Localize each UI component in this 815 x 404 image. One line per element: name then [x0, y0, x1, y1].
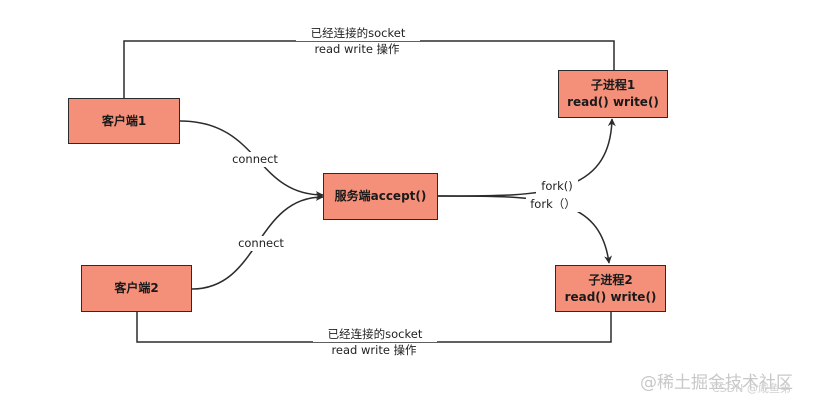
bottom-socket-connector: [136, 312, 612, 343]
top-socket-label-line2: read write 操作: [314, 42, 400, 56]
child2-node: 子进程2 read() write(): [555, 265, 666, 312]
csdn-watermark: CSDN @咸鱼弟: [712, 382, 791, 395]
fork-label-2: fork（）: [526, 197, 580, 212]
client1-label: 客户端1: [101, 113, 147, 128]
child2-subtitle: read() write(): [564, 289, 657, 304]
client1-node: 客户端1: [68, 98, 180, 144]
connect-label-1: connect: [226, 152, 284, 167]
bottom-socket-label-line1: 已经连接的socket: [313, 327, 437, 342]
server-node: 服务端accept(): [323, 173, 438, 220]
bottom-socket-label-line2: read write 操作: [331, 343, 417, 357]
top-socket-label-line1: 已经连接的socket: [296, 26, 420, 41]
connect-label-2: connect: [232, 236, 290, 251]
site-watermark: @稀土掘金技术社区: [640, 373, 793, 393]
top-socket-connector: [123, 40, 615, 98]
child2-title: 子进程2: [588, 272, 633, 287]
fork-arrow-1: [437, 118, 616, 197]
server-label: 服务端accept(): [334, 189, 427, 203]
client2-node: 客户端2: [81, 265, 192, 312]
fork-arrow-2: [437, 195, 612, 264]
child1-title: 子进程1: [590, 78, 636, 92]
client2-label: 客户端2: [114, 281, 159, 295]
child1-node: 子进程1 read() write(): [558, 70, 668, 118]
child1-subtitle: read() write(): [567, 95, 659, 109]
fork-label-1: fork(): [536, 179, 578, 194]
